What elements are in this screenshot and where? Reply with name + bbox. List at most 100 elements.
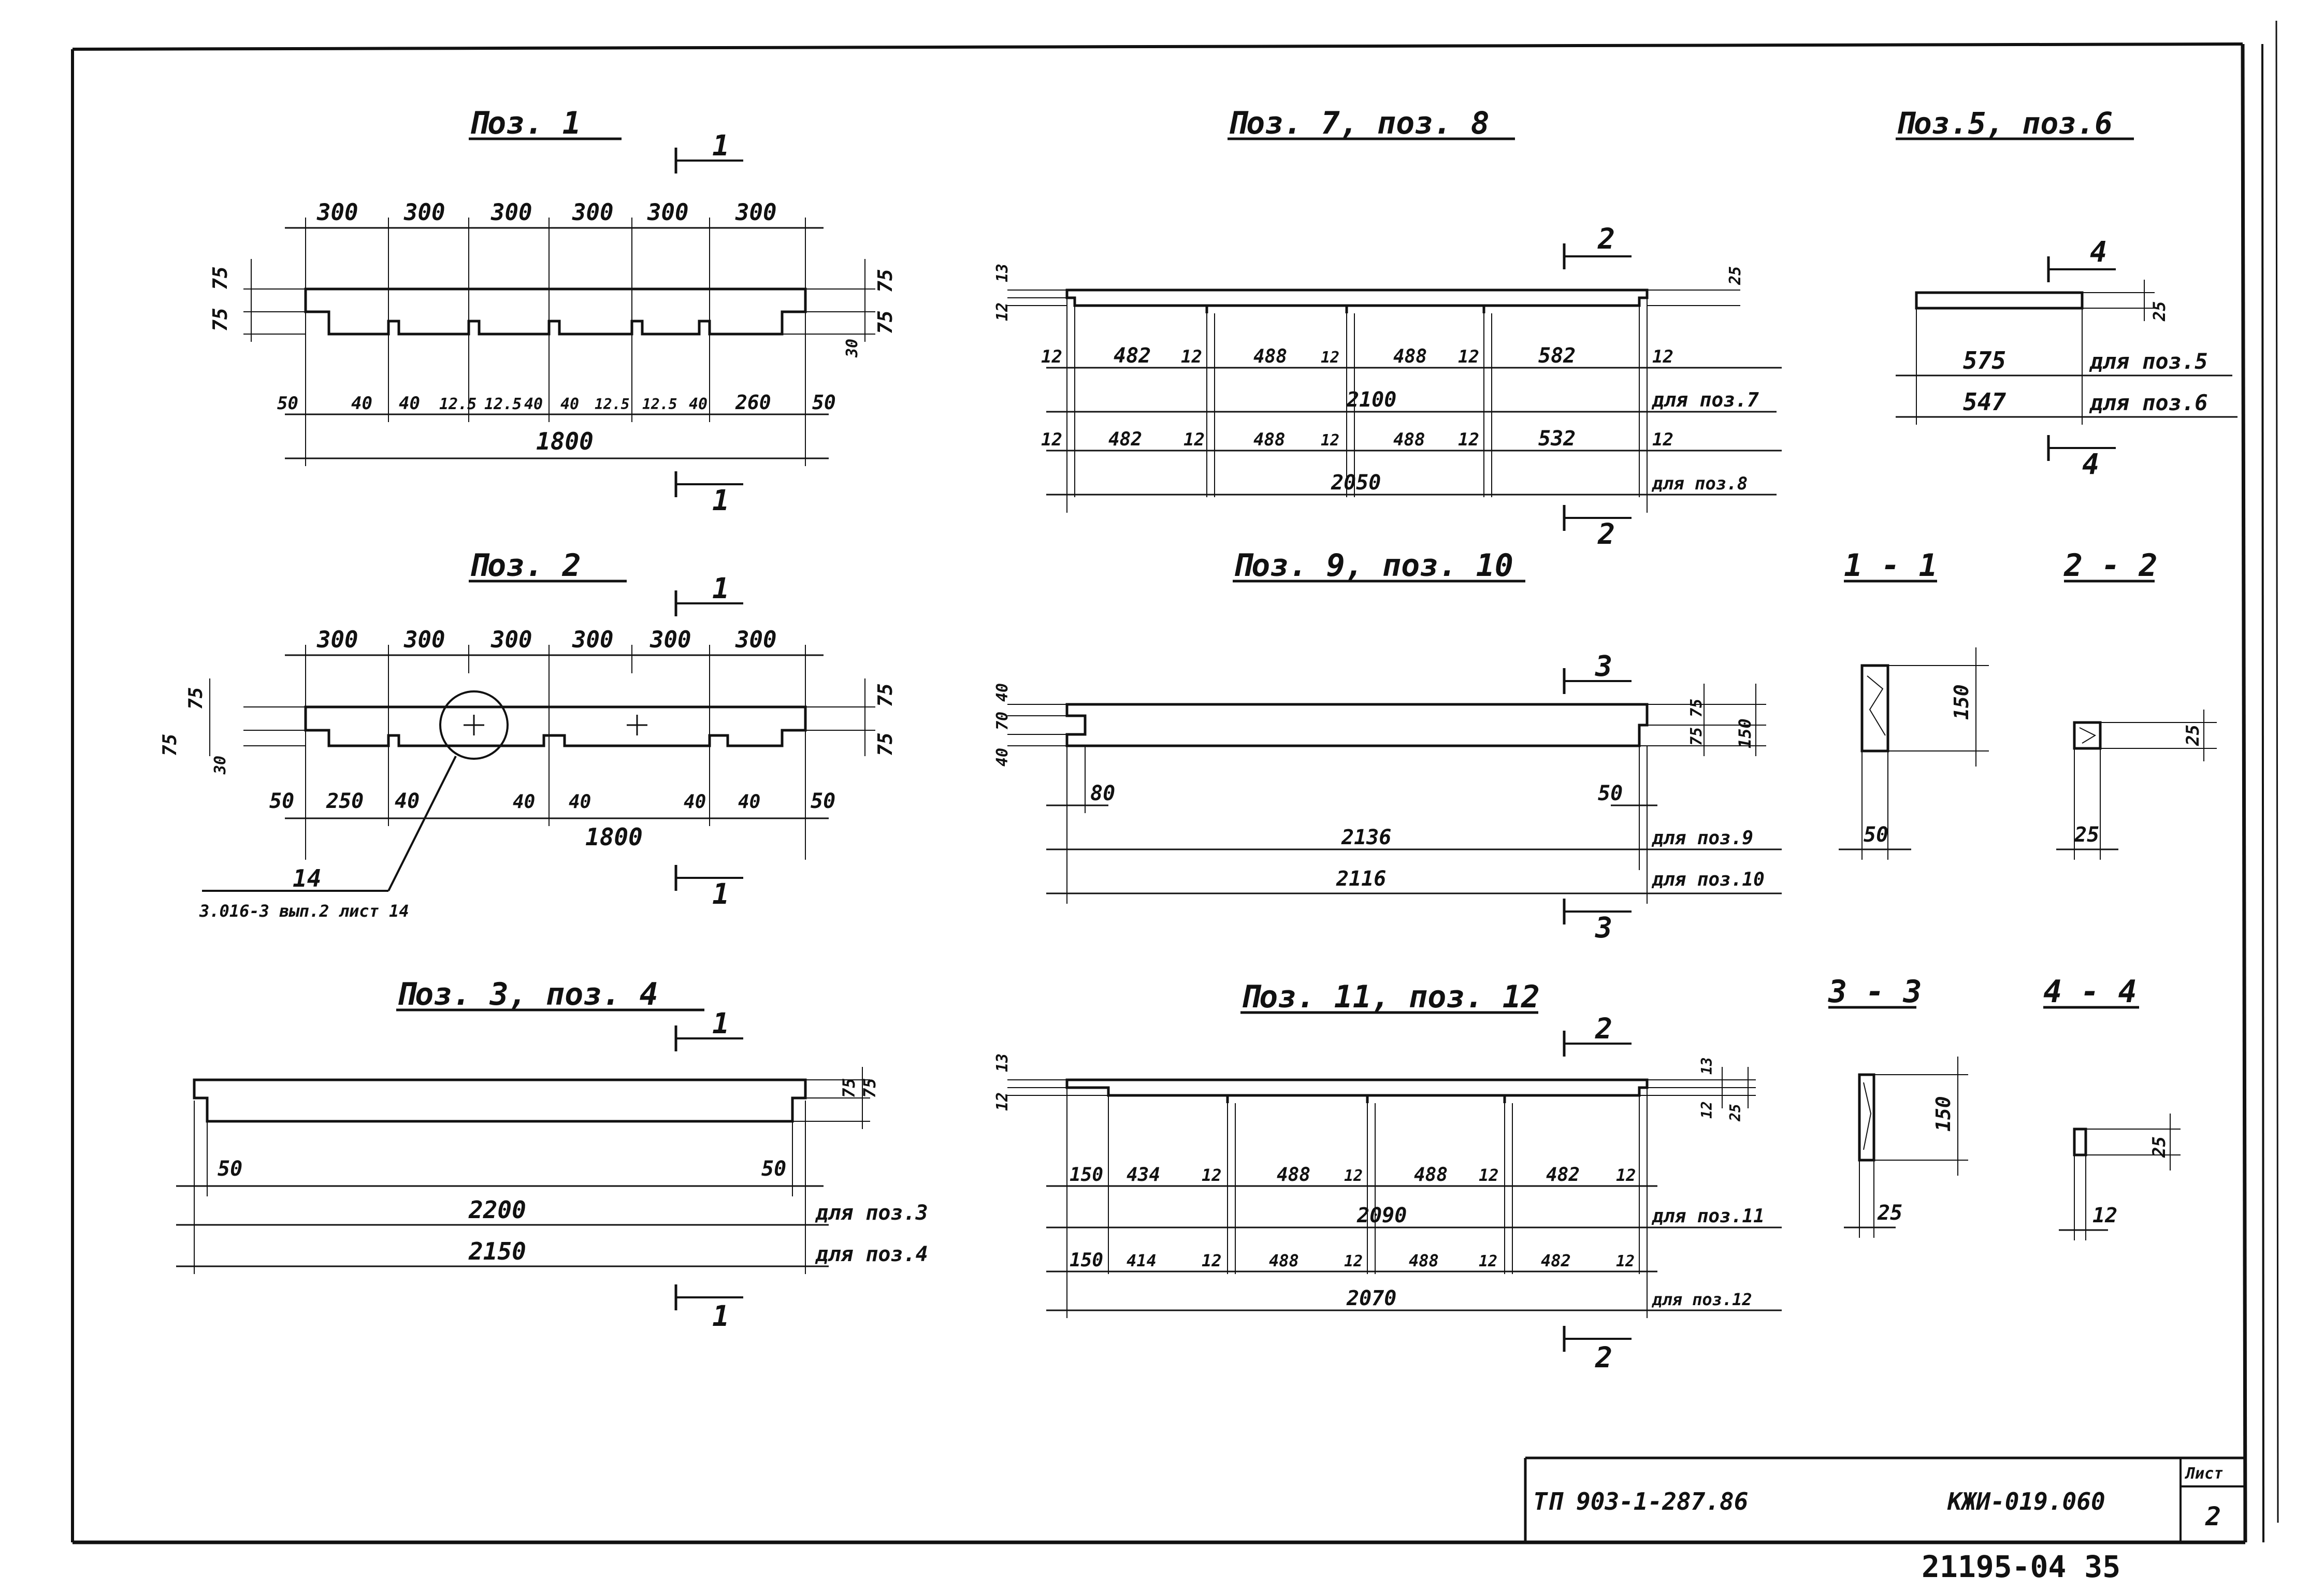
section-mark-bottom: 3 (1563, 899, 1632, 944)
dim-right: 25 (1727, 1104, 1744, 1122)
dim-bottom: 50 (811, 789, 835, 813)
element-outline (1915, 291, 2084, 310)
dim-row-b: 12 (1321, 431, 1339, 450)
dim-right: 30 (843, 339, 861, 358)
view-title: Поз. 11, поз. 12 (1240, 979, 1540, 1015)
view-title: Поз. 2 (469, 547, 581, 584)
view-title: Поз. 3, поз. 4 (396, 976, 658, 1013)
section-profile (2073, 721, 2102, 750)
section-mark-top: 4 (2047, 235, 2116, 282)
svg-text:1: 1 (712, 1299, 729, 1333)
svg-text:3: 3 (1595, 649, 1612, 683)
view-poz-7-8: Поз. 7, поз. 8 2 2 (993, 105, 1782, 551)
sheet-frame (71, 20, 2279, 1544)
dim-row-b: 12 (1202, 1251, 1222, 1270)
svg-text:1: 1 (712, 129, 729, 162)
dim-right: 75 (1687, 727, 1706, 746)
section-title: 3 - 3 (1828, 974, 1922, 1010)
element-outline (1065, 703, 1649, 747)
dim-right: 12 (1698, 1101, 1715, 1119)
view-poz-2: Поз. 2 1 1 14 3.016-3 вып.2 лист 14 (160, 547, 897, 921)
dim-row-a: 12 (1041, 346, 1062, 367)
dim-total-b: 547 (1963, 388, 2006, 416)
dim-row-b: 12 (1616, 1252, 1635, 1270)
dim-bottom: 40 (569, 791, 591, 813)
section-mark-bottom: 4 (2047, 435, 2116, 481)
view-title: Поз. 9, поз. 10 (1233, 547, 1513, 584)
dim-width: 25 (1877, 1201, 1902, 1225)
dim-note-a: для поз.7 (1651, 388, 1759, 411)
section-mark-top: 1 (674, 572, 743, 616)
svg-text:1: 1 (712, 877, 729, 910)
dim-note-a: для поз.9 (1651, 828, 1753, 849)
dim-side: 25 (2149, 301, 2169, 322)
svg-text:2: 2 (1595, 1341, 1612, 1374)
section-mark-top: 2 (1563, 222, 1632, 269)
dim-left: 12 (993, 1092, 1012, 1111)
dim-row-a: 12 (1458, 346, 1479, 367)
dim-top: 300 (403, 199, 445, 226)
view-poz-11-12: Поз. 11, поз. 12 2 2 (993, 979, 1782, 1374)
dim-row-b: 532 (1538, 427, 1576, 451)
section-profile (1858, 1073, 1875, 1162)
dim-note-b: для поз.8 (1651, 473, 1748, 494)
dim-bottom: 40 (399, 393, 420, 414)
section-mark-top: 2 (1563, 1012, 1632, 1057)
title-block: ТП 903-1-287.86 КЖИ-019.060 Лист 2 21195… (1524, 1456, 2245, 1584)
dim-bottom: 50 (761, 1157, 786, 1181)
dim-total-a: 2136 (1341, 826, 1391, 849)
dim-width: 12 (2092, 1204, 2117, 1227)
dim-top: 300 (735, 627, 776, 653)
dim-total-b: 2050 (1331, 471, 1381, 495)
view-poz-1: Поз. 1 1 1 300 (209, 105, 897, 517)
dim-total-b: 2070 (1346, 1287, 1396, 1310)
dim-bottom: 40 (684, 791, 706, 813)
dim-top: 300 (649, 627, 691, 653)
dim-bottom: 40 (395, 789, 420, 813)
element-outline (1065, 288, 1649, 307)
dim-row-a: 12 (1479, 1165, 1499, 1185)
dim-note-a: для поз.11 (1651, 1206, 1765, 1227)
dim-row-a: 488 (1393, 346, 1427, 367)
dim-total: 1800 (536, 427, 594, 455)
view-title: Поз. 1 (469, 105, 581, 141)
element-outline (304, 705, 807, 747)
element-outline (193, 1078, 807, 1123)
dim-row-a: 482 (1546, 1164, 1580, 1186)
section-mark-top: 3 (1563, 649, 1632, 694)
dim-row-b: 482 (1541, 1251, 1571, 1270)
view-title: Поз.5, поз.6 (1896, 106, 2113, 141)
dim-small-left: 80 (1090, 782, 1115, 805)
dim-left: 75 (209, 308, 232, 331)
dim-small-right: 50 (1598, 782, 1623, 805)
dim-note-b: для поз.10 (1651, 869, 1765, 890)
section-mark-top: 1 (674, 1007, 743, 1051)
dim-top: 300 (572, 199, 613, 226)
dim-row-b: 414 (1127, 1251, 1157, 1270)
dim-row-a: 482 (1114, 344, 1151, 368)
dim-total-b: 2150 (468, 1237, 526, 1265)
dim-height: 150 (1932, 1096, 1955, 1132)
dim-note-b: для поз.4 (815, 1242, 928, 1266)
dim-left: 75 (209, 266, 232, 290)
dim-left: 75 (160, 734, 181, 756)
detail-callout-reference: 3.016-3 вып.2 лист 14 (199, 901, 409, 921)
section-2-2: 2 - 2 25 25 (2056, 547, 2217, 860)
element-outline (1065, 1078, 1649, 1097)
dim-right: 13 (1698, 1057, 1715, 1075)
dim-left: 40 (993, 683, 1012, 702)
dim-right: 75 (874, 269, 897, 293)
dim-row-a: 12 (1652, 346, 1673, 367)
svg-text:1: 1 (712, 484, 729, 517)
section-title: 4 - 4 (2043, 974, 2137, 1010)
dim-row-b: 488 (1269, 1251, 1299, 1270)
svg-text:4: 4 (2082, 447, 2099, 481)
dim-top: 300 (647, 199, 688, 226)
dim-row-b: 12 (1479, 1252, 1497, 1270)
dim-right: 150 (1735, 718, 1755, 748)
view-poz-3-4: Поз. 3, поз. 4 1 1 75 75 50 50 2200 для … (176, 976, 928, 1333)
dim-top: 300 (316, 199, 358, 226)
section-4-4: 4 - 4 25 12 (2043, 974, 2181, 1240)
dim-top: 300 (490, 627, 532, 653)
sheet-number: 2 (2205, 1501, 2221, 1531)
